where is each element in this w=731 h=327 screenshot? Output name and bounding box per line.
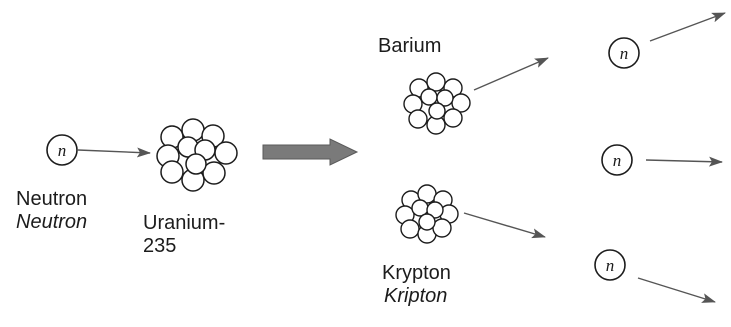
uranium-label-line1: Uranium- [143,212,226,234]
barium-label: Barium [378,35,442,57]
neutron-alt-label: Neutron [16,211,88,233]
reaction-arrow [262,138,359,166]
krypton-label: Krypton [382,262,451,284]
released-neutron-1-arrow [649,12,726,42]
barium-nucleus [403,72,471,135]
released-neutron-1: n [608,37,640,69]
released-neutron-3: n [594,249,626,281]
released-neutron-3-arrow [637,277,716,303]
neutron-symbol: n [58,141,67,160]
krypton-alt-label: Kripton [384,285,448,307]
neutron-symbol: n [606,256,615,275]
krypton-nucleus [395,184,459,244]
uranium-nucleus [156,118,238,192]
uranium-label-line2: 235 [143,235,177,257]
neutron-symbol: n [620,44,629,63]
neutron-symbol: n [613,151,622,170]
krypton-arrow [463,212,546,239]
released-neutron-2: n [601,144,633,176]
incoming-neutron-arrow [77,147,151,158]
released-neutron-2-arrow [645,156,723,167]
incoming-neutron: n [46,134,78,166]
barium-arrow [473,57,549,91]
neutron-label: Neutron [16,188,88,210]
